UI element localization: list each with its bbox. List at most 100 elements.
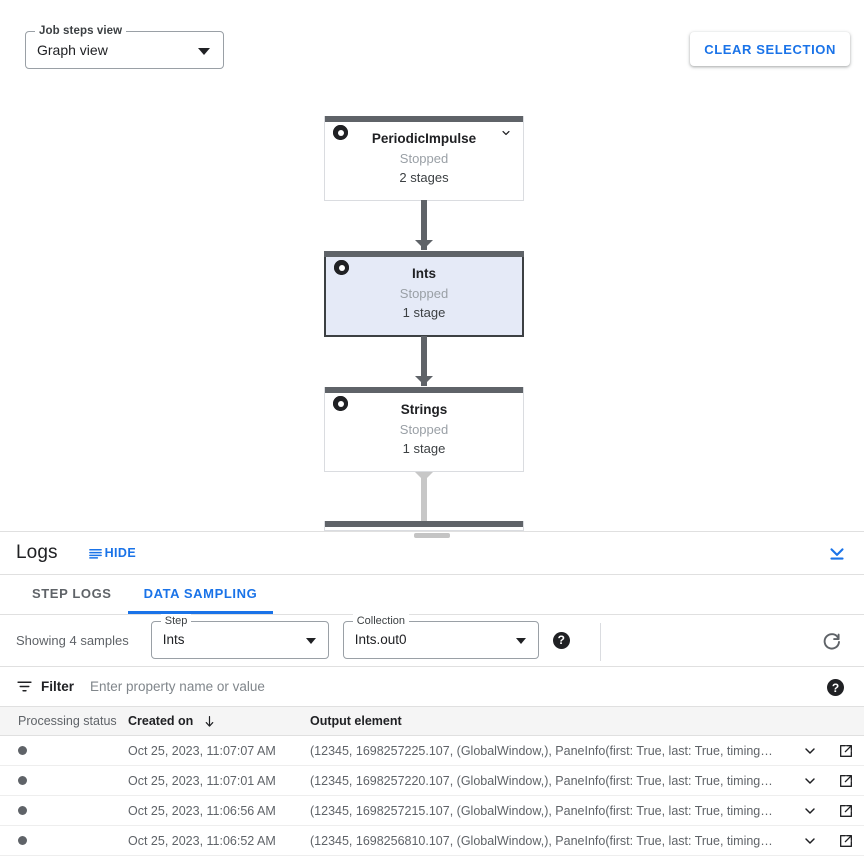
graph-connector-3 <box>415 472 433 524</box>
panel-resize-handle[interactable] <box>414 533 450 538</box>
table-row[interactable]: Oct 25, 2023, 11:07:07 AM (12345, 169825… <box>0 736 864 766</box>
node-title: Ints <box>411 266 436 281</box>
chevron-down-icon[interactable] <box>802 773 818 789</box>
sampling-controls-row: Showing 4 samples Step Ints Collection I… <box>0 614 864 668</box>
list-lines-icon <box>88 548 102 559</box>
node-top-bar <box>325 387 523 393</box>
row-actions <box>802 833 854 849</box>
step-select[interactable]: Step Ints <box>150 614 329 660</box>
stop-icon <box>333 125 348 140</box>
table-row[interactable]: Oct 25, 2023, 11:06:56 AM (12345, 169825… <box>0 796 864 826</box>
node-body: Strings Stopped 1 stage <box>325 393 523 471</box>
filter-label: Filter <box>41 679 75 695</box>
node-status: Stopped <box>399 286 449 301</box>
cell-output-element: (12345, 1698257220.107, (GlobalWindow,),… <box>310 773 773 788</box>
tab-data-sampling[interactable]: DATA SAMPLING <box>127 575 274 614</box>
cell-created-on: Oct 25, 2023, 11:06:56 AM <box>128 803 276 818</box>
filter-icon[interactable] <box>16 678 33 695</box>
node-status: Stopped <box>399 151 449 166</box>
node-title: Strings <box>400 402 448 417</box>
cell-output-element: (12345, 1698257225.107, (GlobalWindow,),… <box>310 743 773 758</box>
logs-panel: Logs HIDE STEP LOGS DATA SAMPLING Showin… <box>0 531 864 856</box>
status-dot-icon <box>18 806 27 815</box>
open-in-new-icon[interactable] <box>838 833 854 849</box>
node-body: Ints Stopped 1 stage <box>326 257 522 335</box>
sort-descending-arrow-icon <box>205 715 214 727</box>
open-in-new-icon[interactable] <box>838 743 854 759</box>
node-stages: 1 stage <box>402 305 446 320</box>
row-actions <box>802 803 854 819</box>
step-select-value: Ints <box>162 632 185 648</box>
chevron-down-icon <box>305 638 316 645</box>
node-stages: 2 stages <box>399 170 449 185</box>
chevron-down-icon <box>515 638 526 645</box>
cell-created-on: Oct 25, 2023, 11:07:07 AM <box>128 743 276 758</box>
node-body: PeriodicImpulse Stopped 2 stages <box>325 122 523 200</box>
table-row[interactable]: Oct 25, 2023, 11:06:52 AM (12345, 169825… <box>0 826 864 856</box>
job-steps-view-label: Job steps view <box>35 24 127 38</box>
graph-node-strings[interactable]: Strings Stopped 1 stage <box>324 387 524 472</box>
cell-created-on: Oct 25, 2023, 11:07:01 AM <box>128 773 276 788</box>
collection-help-icon[interactable]: ? <box>552 631 570 649</box>
filter-input[interactable] <box>90 679 848 695</box>
logs-tabs: STEP LOGS DATA SAMPLING <box>0 575 864 615</box>
collection-select[interactable]: Collection Ints.out0 <box>342 614 539 660</box>
job-steps-view-value: Graph view <box>37 42 108 58</box>
status-dot-icon <box>18 776 27 785</box>
job-graph-panel: Job steps view Graph view CLEAR SELECTIO… <box>25 24 850 531</box>
cell-output-element: (12345, 1698256810.107, (GlobalWindow,),… <box>310 833 773 848</box>
tab-step-logs[interactable]: STEP LOGS <box>16 575 128 613</box>
filter-row: Filter ? <box>0 667 864 708</box>
refresh-button[interactable] <box>820 630 844 654</box>
collection-select-label: Collection <box>352 614 410 629</box>
cell-processing-status <box>0 836 128 845</box>
node-top-bar <box>325 116 523 122</box>
column-header-processing-status[interactable]: Processing status <box>18 714 117 729</box>
hide-logs-label: HIDE <box>104 546 137 561</box>
collection-select-value: Ints.out0 <box>354 632 407 648</box>
refresh-icon <box>823 633 840 650</box>
node-status: Stopped <box>399 422 449 437</box>
column-header-created-on-label: Created on <box>128 714 194 729</box>
stop-icon <box>334 260 349 275</box>
graph-node-periodicimpulse[interactable]: PeriodicImpulse Stopped 2 stages <box>324 116 524 201</box>
showing-samples-label: Showing 4 samples <box>16 632 129 648</box>
cell-processing-status <box>0 806 128 815</box>
chevron-down-icon[interactable] <box>802 803 818 819</box>
cell-output-element: (12345, 1698257215.107, (GlobalWindow,),… <box>310 803 773 818</box>
graph-node-ints[interactable]: Ints Stopped 1 stage <box>324 251 524 337</box>
controls-divider <box>600 622 601 661</box>
samples-table-body: Oct 25, 2023, 11:07:07 AM (12345, 169825… <box>0 736 864 856</box>
status-dot-icon <box>18 836 27 845</box>
open-in-new-icon[interactable] <box>838 803 854 819</box>
table-row[interactable]: Oct 25, 2023, 11:07:01 AM (12345, 169825… <box>0 766 864 796</box>
samples-table-header: Processing status Created on Output elem… <box>0 707 864 736</box>
hide-logs-button[interactable]: HIDE <box>88 546 136 561</box>
graph-connector-1 <box>415 200 433 250</box>
status-dot-icon <box>18 746 27 755</box>
collapse-panel-button[interactable] <box>826 543 848 565</box>
column-header-output-element[interactable]: Output element <box>310 714 402 729</box>
column-header-created-on[interactable]: Created on <box>128 714 310 728</box>
stop-icon <box>333 396 348 411</box>
graph-connector-2 <box>415 336 433 386</box>
filter-help-icon[interactable]: ? <box>827 679 844 697</box>
job-steps-view-select[interactable]: Job steps view Graph view <box>25 24 224 69</box>
logs-title: Logs <box>16 542 58 564</box>
cell-processing-status <box>0 746 128 755</box>
node-title: PeriodicImpulse <box>371 131 477 146</box>
chevron-down-icon[interactable] <box>802 743 818 759</box>
clear-selection-button[interactable]: CLEAR SELECTION <box>690 32 850 66</box>
graph-node-partial[interactable] <box>324 521 524 531</box>
row-actions <box>802 743 854 759</box>
chevron-down-bar-icon <box>830 548 844 560</box>
node-top-bar <box>325 521 523 527</box>
open-in-new-icon[interactable] <box>838 773 854 789</box>
arrow-head-icon <box>415 376 433 385</box>
chevron-down-icon <box>198 48 210 55</box>
cell-processing-status <box>0 776 128 785</box>
chevron-down-icon[interactable] <box>802 833 818 849</box>
chevron-down-icon[interactable] <box>499 126 513 140</box>
node-top-bar <box>324 251 524 257</box>
